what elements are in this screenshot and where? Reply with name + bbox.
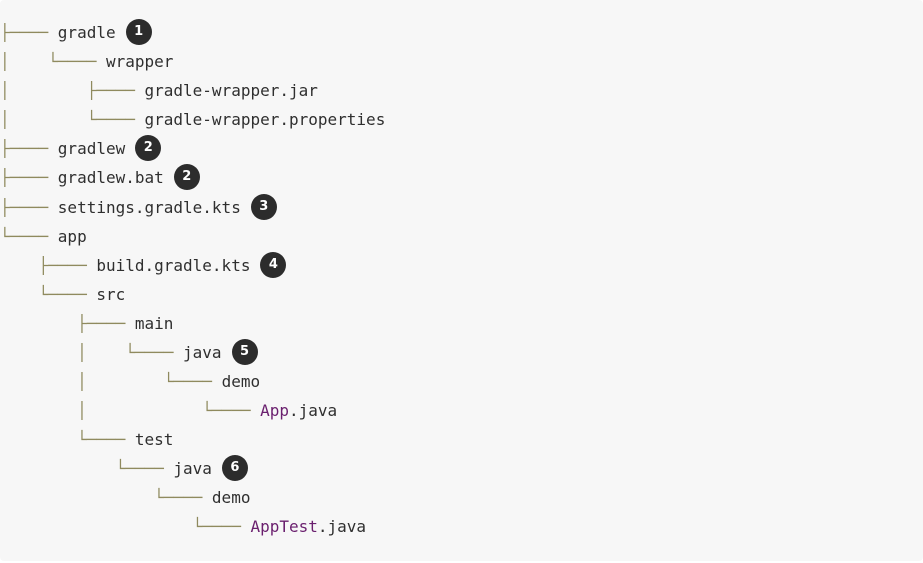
tree-connector: │ └────: [0, 52, 106, 71]
file-extension: .java: [289, 401, 338, 420]
tree-connector: └────: [0, 227, 58, 246]
dir-name: java: [183, 343, 222, 362]
tree-line-gradle-wrapper-jar: │ ├──── gradle-wrapper.jar: [0, 76, 318, 105]
dir-name: test: [134, 430, 174, 449]
tree-connector: │ └────: [0, 343, 184, 362]
dir-name: gradle: [57, 23, 116, 42]
tree-connector: │ └────: [0, 372, 222, 391]
tree-connector: │ └────: [0, 110, 145, 129]
tree-line-main: ├──── main: [0, 309, 173, 338]
file-name: settings.gradle.kts: [57, 198, 241, 217]
dir-name: main: [134, 314, 174, 333]
tree-connector: ├────: [0, 139, 58, 158]
tree-connector: └────: [0, 517, 251, 536]
dir-name: java: [173, 459, 212, 478]
file-name-highlight: AppTest: [250, 517, 318, 536]
tree-line-gradlew: ├──── gradlew 2: [0, 134, 162, 163]
file-name-highlight: App: [260, 401, 289, 420]
dir-name: demo: [211, 488, 251, 507]
callout-badge: 4: [260, 251, 287, 278]
tree-line-wrapper: │ └──── wrapper: [0, 47, 173, 76]
tree-connector: └────: [0, 430, 135, 449]
tree-line-src: └──── src: [0, 280, 126, 309]
tree-connector: │ └────: [0, 401, 261, 420]
tree-line-app-java: │ └──── App.java: [0, 396, 337, 425]
tree-connector: └────: [0, 285, 97, 304]
callout-badge: 5: [231, 338, 258, 365]
tree-line-gradlew-bat: ├──── gradlew.bat 2: [0, 163, 200, 192]
tree-line-app: └──── app: [0, 222, 87, 251]
callout-badge: 2: [173, 163, 200, 190]
tree-line-settings-gradle-kts: ├──── settings.gradle.kts 3: [0, 193, 277, 222]
callout-badge: 2: [135, 134, 162, 161]
file-name: gradlew: [57, 139, 126, 158]
dir-name: src: [96, 285, 126, 304]
tree-line-main-java: │ └──── java 5: [0, 338, 258, 367]
tree-connector: ├────: [0, 256, 97, 275]
dir-name: app: [57, 227, 87, 246]
dir-name: wrapper: [105, 52, 174, 71]
file-name: gradle-wrapper.properties: [144, 110, 386, 129]
tree-line-apptest-java: └──── AppTest.java: [0, 512, 366, 541]
callout-badge: 3: [250, 193, 277, 220]
dir-name: demo: [221, 372, 261, 391]
file-name: build.gradle.kts: [96, 256, 251, 275]
tree-connector: ├────: [0, 198, 58, 217]
tree-connector: │ ├────: [0, 81, 145, 100]
tree-connector: └────: [0, 459, 174, 478]
callout-badge: 6: [221, 454, 248, 481]
callout-badge: 1: [125, 18, 152, 45]
file-extension: .java: [317, 517, 367, 536]
tree-connector: └────: [0, 488, 212, 507]
tree-line-gradle-wrapper-properties: │ └──── gradle-wrapper.properties: [0, 105, 385, 134]
tree-line-main-demo: │ └──── demo: [0, 367, 260, 396]
tree-connector: ├────: [0, 314, 135, 333]
tree-line-gradle: ├──── gradle 1: [0, 18, 152, 47]
file-name: gradlew.bat: [57, 168, 164, 187]
tree-line-test-demo: └──── demo: [0, 483, 250, 512]
file-name: gradle-wrapper.jar: [144, 81, 318, 100]
tree-line-test: └──── test: [0, 425, 173, 454]
tree-line-build-gradle-kts: ├──── build.gradle.kts 4: [0, 251, 287, 280]
tree-line-test-java: └──── java 6: [0, 454, 248, 483]
tree-connector: ├────: [0, 168, 58, 187]
tree-connector: ├────: [0, 23, 58, 42]
